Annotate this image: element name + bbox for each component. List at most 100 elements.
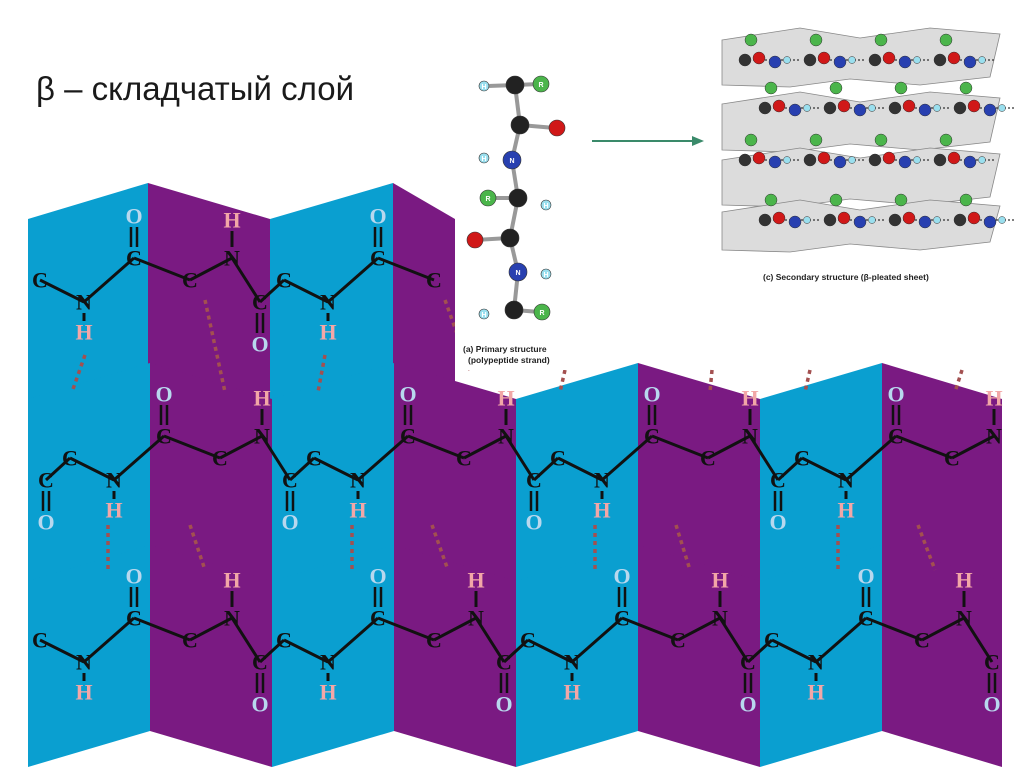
secondary-caption: (c) Secondary structure (β-pleated sheet… xyxy=(763,272,929,282)
single-bond xyxy=(377,256,435,282)
slide-title: β – складчатый слой xyxy=(36,70,355,107)
primary-hydrogen xyxy=(478,80,490,92)
single-bond xyxy=(776,456,804,482)
single-bond xyxy=(258,638,286,664)
secondary-residue xyxy=(764,81,778,95)
primary-caption-line2: (polypeptide strand) xyxy=(468,355,550,365)
primary-residue-label: R xyxy=(538,82,543,89)
single-bond xyxy=(621,616,679,642)
pleat-panel xyxy=(393,183,455,405)
hydrogen-atom: H xyxy=(593,498,610,523)
oxygen-atom: O xyxy=(887,382,904,407)
primary-hydrogen-label: H xyxy=(481,84,486,91)
primary-hydrogen xyxy=(540,268,552,280)
secondary-hydrogen xyxy=(933,216,941,224)
hydrogen-bond xyxy=(916,524,937,571)
carbon-atom: C xyxy=(400,424,416,449)
pleat-panel xyxy=(516,363,638,585)
hydrogen-bond xyxy=(316,354,327,393)
secondary-hydrogen xyxy=(998,216,1006,224)
single-bond xyxy=(707,434,751,460)
secondary-hydrogen xyxy=(913,156,921,164)
carbon-atom: C xyxy=(212,446,228,471)
hydrogen-atom: H xyxy=(75,320,92,345)
secondary-structure-illustration: (c) Secondary structure (β-pleated sheet… xyxy=(716,20,1015,290)
oxygen-atom: O xyxy=(37,510,54,535)
secondary-residue xyxy=(939,33,953,47)
nitrogen-atom: N xyxy=(712,606,728,631)
primary-oxygen xyxy=(548,119,566,137)
oxygen-atom: O xyxy=(769,510,786,535)
secondary-hydrogen xyxy=(783,156,791,164)
single-bond xyxy=(601,434,653,482)
secondary-hydrogen xyxy=(868,104,876,112)
single-bond xyxy=(921,616,965,642)
secondary-carbon xyxy=(953,213,967,227)
carbon-atom: C xyxy=(126,246,142,271)
carbon-atom: C xyxy=(614,606,630,631)
secondary-oxygen xyxy=(772,99,786,113)
single-bond xyxy=(433,616,477,642)
single-bond xyxy=(407,434,465,460)
pleat-panel xyxy=(638,363,760,585)
single-bond xyxy=(865,616,923,642)
carbon-atom: C xyxy=(944,446,960,471)
secondary-residue xyxy=(959,81,973,95)
secondary-residue xyxy=(809,33,823,47)
pleat-panel xyxy=(28,363,150,585)
oxygen-atom: O xyxy=(983,692,1000,717)
carbon-atom: C xyxy=(700,446,716,471)
primary-hydrogen-label: H xyxy=(543,203,548,210)
nitrogen-atom: N xyxy=(76,650,92,675)
hydrogen-atom: H xyxy=(711,568,728,593)
pleat-panel xyxy=(28,183,148,405)
secondary-hydrogen xyxy=(848,56,856,64)
nitrogen-atom: N xyxy=(742,424,758,449)
carbon-atom: C xyxy=(794,446,810,471)
carbon-atom: C xyxy=(62,446,78,471)
pleat-panel xyxy=(638,545,760,767)
single-bond xyxy=(189,616,233,642)
pleat-panel xyxy=(882,363,1002,585)
secondary-residue xyxy=(809,133,823,147)
secondary-residue xyxy=(744,133,758,147)
secondary-molecules xyxy=(738,33,1015,229)
secondary-carbon xyxy=(888,101,902,115)
single-bond xyxy=(504,435,536,481)
oxygen-atom: O xyxy=(613,564,630,589)
single-bond xyxy=(718,617,750,663)
secondary-carbon xyxy=(868,53,882,67)
hydrogen-atom: H xyxy=(985,386,1002,411)
hydrogen-atom: H xyxy=(807,680,824,705)
pleat-panel xyxy=(150,363,272,585)
secondary-carbon xyxy=(933,153,947,167)
secondary-hydrogen xyxy=(803,216,811,224)
carbon-atom: C xyxy=(306,446,322,471)
oxygen-atom: O xyxy=(125,564,142,589)
secondary-nitrogen xyxy=(853,103,867,117)
secondary-nitrogen xyxy=(768,55,782,69)
secondary-residue xyxy=(764,193,778,207)
secondary-oxygen xyxy=(947,51,961,65)
hydrogen-atom: H xyxy=(319,680,336,705)
primary-residue-label: R xyxy=(539,310,544,317)
carbon-atom: C xyxy=(282,468,298,493)
nitrogen-atom: N xyxy=(564,650,580,675)
single-bond xyxy=(357,434,409,482)
secondary-hydrogen xyxy=(783,56,791,64)
secondary-oxygen xyxy=(752,151,766,165)
single-bond xyxy=(651,434,709,460)
secondary-carbon xyxy=(758,213,772,227)
carbon-atom: C xyxy=(276,268,292,293)
oxygen-atom: O xyxy=(125,204,142,229)
nitrogen-atom: N xyxy=(254,424,270,449)
hydrogen-atom: H xyxy=(837,498,854,523)
single-bond xyxy=(260,435,292,481)
single-bond xyxy=(44,456,72,482)
primary-carbon xyxy=(504,300,524,320)
single-bond xyxy=(327,256,379,304)
nitrogen-atom: N xyxy=(808,650,824,675)
single-bond xyxy=(532,456,560,482)
primary-residue xyxy=(533,303,551,321)
